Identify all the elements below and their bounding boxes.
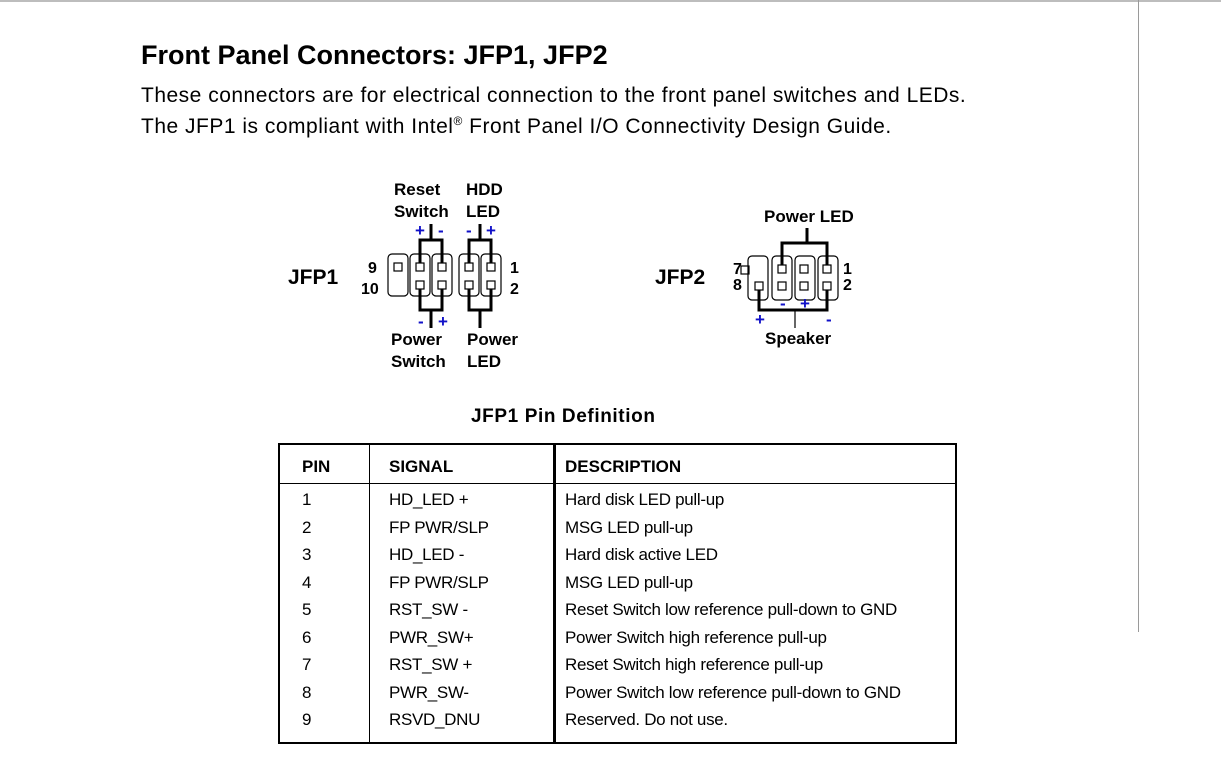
signal-cell: PWR_SW+: [389, 627, 474, 647]
page-title: Front Panel Connectors: JFP1, JFP2: [141, 40, 608, 70]
signal-cell: HD_LED -: [389, 545, 465, 564]
jfp1-pin-2: 2: [510, 281, 519, 298]
signal-cell: RST_SW +: [389, 655, 473, 674]
description-cell: Power Switch low reference pull-down to …: [565, 682, 901, 702]
column-divider-signal: [553, 445, 556, 742]
description-cell: MSG LED pull-up: [565, 517, 693, 537]
header-pin: PIN: [302, 457, 331, 476]
intro-line-2-end: Front Panel I/O Connectivity Design Guid…: [462, 115, 892, 138]
power-led-label-line1: Power: [467, 330, 519, 349]
jfp2-led-plus-sign: +: [800, 294, 810, 313]
pin-cell: 2: [302, 517, 312, 537]
reset-plus-sign: +: [415, 221, 425, 240]
registered-mark: ®: [453, 114, 463, 128]
signal-cell: PWR_SW-: [389, 682, 469, 702]
power-led-label: Power LED: [467, 329, 518, 373]
power-switch-label: Power Switch: [391, 329, 446, 373]
table-row: 7 RST_SW + Reset Switch high reference pul…: [280, 655, 955, 682]
description-cell: Reset Switch high reference pull-up: [565, 655, 823, 674]
table-row: 2 FP PWR/SLP MSG LED pull-up: [280, 518, 955, 545]
intro-line-1: These connectors are for electrical conn…: [141, 84, 967, 107]
hdd-led-label-line1: HDD: [466, 180, 503, 199]
jfp2-led-minus-sign: -: [780, 294, 786, 313]
reset-switch-label-line2: Switch: [394, 202, 449, 221]
header-divider: [280, 483, 955, 484]
description-cell: Hard disk LED pull-up: [565, 490, 725, 509]
pin-cell: 4: [302, 572, 312, 592]
reset-switch-label: Reset Switch: [394, 179, 449, 223]
hdd-led-label: HDD LED: [466, 179, 503, 223]
intro-line-2: The JFP1 is compliant with Intel® Front …: [141, 114, 892, 139]
jfp2-pin-2: 2: [843, 277, 852, 294]
power-switch-label-line1: Power: [391, 330, 443, 349]
jfp2-pin-7: 7: [733, 261, 742, 278]
reset-switch-label-line1: Reset: [394, 180, 441, 199]
signal-cell: RSVD_DNU: [389, 710, 481, 729]
signal-cell: FP PWR/SLP: [389, 517, 489, 537]
jfp1-connector: [387, 224, 502, 328]
speaker-minus-sign: -: [826, 310, 832, 329]
jfp2-pin-1: 1: [843, 261, 852, 278]
power-led-label-line2: LED: [467, 352, 501, 371]
table-row: 1 HD_LED + Hard disk LED pull-up: [280, 490, 955, 517]
speaker-label: Speaker: [765, 329, 832, 348]
signal-cell: RST_SW -: [389, 600, 468, 619]
description-cell: Power Switch high reference pull-up: [565, 627, 827, 647]
description-cell: MSG LED pull-up: [565, 572, 693, 592]
header-signal: SIGNAL: [389, 457, 454, 476]
signal-cell: FP PWR/SLP: [389, 572, 489, 592]
jfp1-pin-10: 10: [361, 281, 379, 298]
table-row: 8 PWR_SW- Power Switch low reference pull-…: [280, 683, 955, 710]
hdd-led-label-line2: LED: [466, 202, 500, 221]
description-cell: Hard disk active LED: [565, 545, 718, 564]
hdd-minus-sign: -: [466, 221, 472, 240]
table-row: 6 PWR_SW+ Power Switch high reference pull…: [280, 628, 955, 655]
table-row: 9 RSVD_DNU Reserved. Do not use.: [280, 710, 955, 737]
column-divider-pin: [369, 445, 370, 742]
hdd-plus-sign: +: [486, 221, 496, 240]
reset-minus-sign: -: [438, 221, 444, 240]
jfp1-pin-9: 9: [368, 260, 377, 277]
description-cell: Reserved. Do not use.: [565, 710, 728, 729]
jfp2-pin-8: 8: [733, 277, 742, 294]
table-row: 4 FP PWR/SLP MSG LED pull-up: [280, 573, 955, 600]
power-switch-plus-sign: +: [438, 312, 448, 331]
pin-cell: 6: [302, 627, 312, 647]
description-cell: Reset Switch low reference pull-down to …: [565, 600, 897, 619]
connector-diagrams: [387, 224, 839, 328]
pin-cell: 5: [302, 600, 312, 619]
pin-definition-table: PIN SIGNAL DESCRIPTION 1 HD_LED + Hard dis…: [278, 443, 957, 744]
jfp2-label: JFP2: [655, 266, 706, 289]
table-row: 3 HD_LED - Hard disk active LED: [280, 545, 955, 572]
pin-cell: 7: [302, 655, 312, 674]
pin-cell: 3: [302, 545, 312, 564]
header-description: DESCRIPTION: [565, 457, 682, 476]
pin-cell: 9: [302, 710, 312, 729]
table-row: 5 RST_SW - Reset Switch low reference pull…: [280, 600, 955, 627]
pin-cell: 8: [302, 682, 312, 702]
jfp2-connector: [740, 228, 839, 328]
page-top-border: [0, 0, 1221, 2]
table-title: JFP1 Pin Definition: [471, 406, 656, 427]
signal-cell: HD_LED +: [389, 490, 469, 509]
speaker-plus-sign: +: [755, 310, 765, 329]
power-switch-label-line2: Switch: [391, 352, 446, 371]
jfp1-pin-1: 1: [510, 260, 519, 277]
page-right-margin-line: [1138, 0, 1139, 632]
pin-cell: 1: [302, 490, 312, 509]
jfp1-label: JFP1: [288, 266, 339, 289]
power-switch-minus-sign: -: [418, 312, 424, 331]
intro-line-2-start: The JFP1 is compliant with Intel: [141, 115, 454, 138]
jfp2-power-led-label: Power LED: [764, 207, 854, 226]
